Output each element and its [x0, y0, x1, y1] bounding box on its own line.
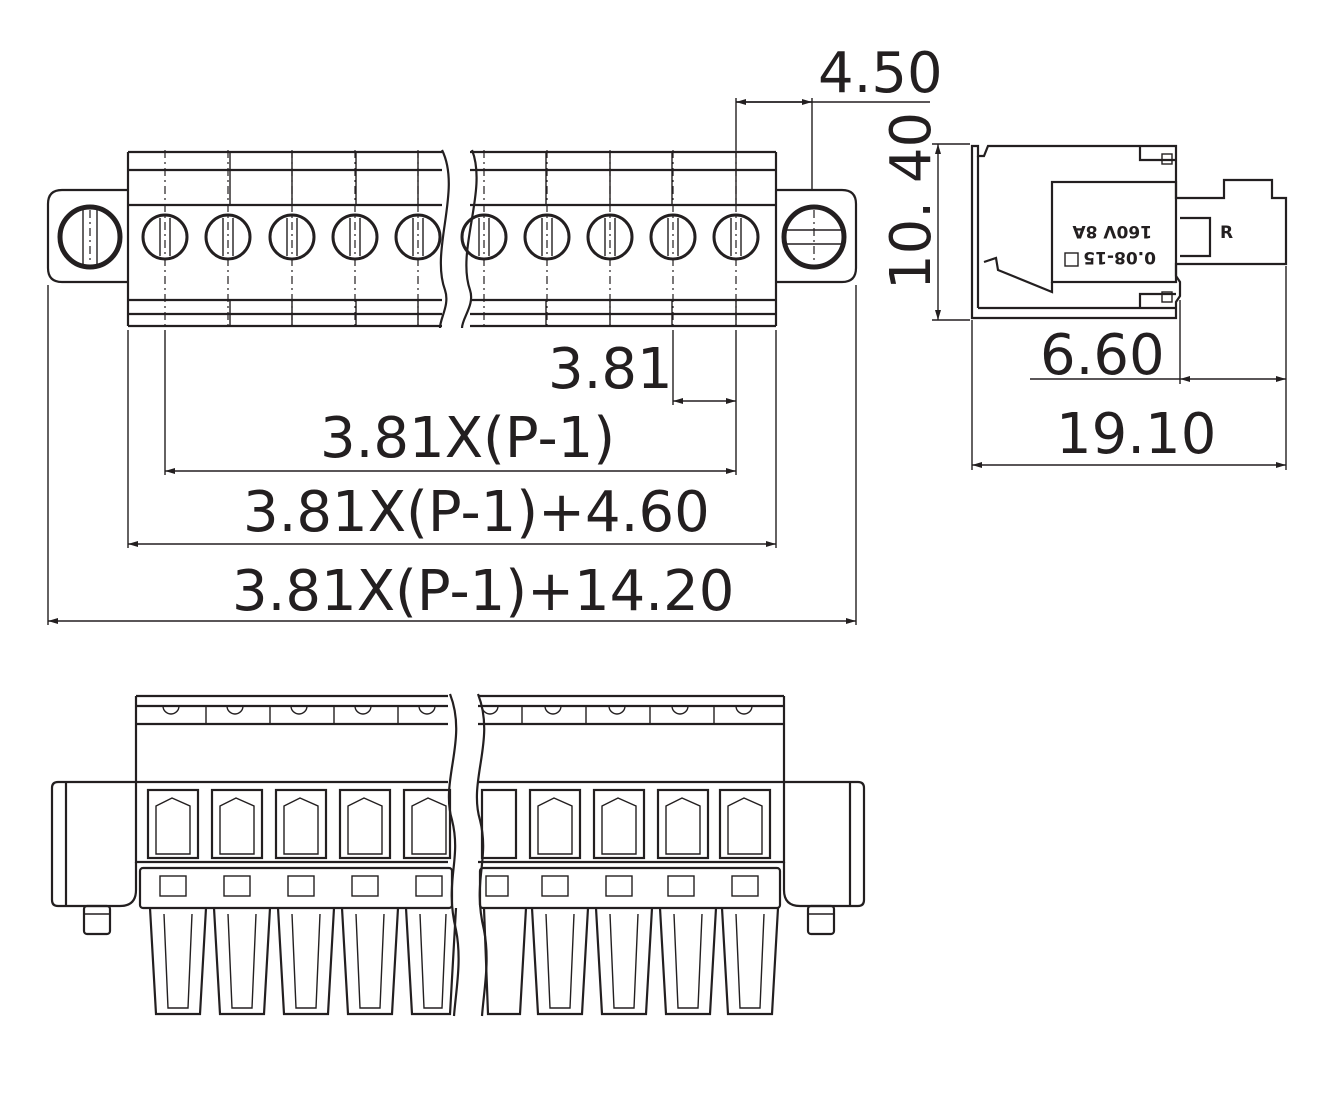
- screw-holes: [141, 213, 760, 261]
- body-left-outline: [126, 150, 442, 328]
- contact-leg-inner: [163, 913, 765, 1009]
- marking-line2: 160V 8A: [1072, 221, 1152, 241]
- body-right-outline: [470, 150, 778, 328]
- front-view: [50, 693, 866, 1017]
- wire-entry-inner: [155, 797, 763, 855]
- dim-10-40: 10. 40: [879, 112, 944, 290]
- contact-legs: [148, 907, 780, 1016]
- marking-square: [1064, 252, 1079, 267]
- break-line-left: [438, 149, 450, 329]
- screw-slots: [159, 218, 742, 256]
- side-inner: [976, 156, 1176, 310]
- pole-centerlines: [89, 150, 815, 330]
- dim-4-50: 4.50: [818, 41, 943, 106]
- dim-19-10: 19.10: [1056, 402, 1216, 467]
- break-line-right: [460, 149, 478, 329]
- right-flange: [776, 188, 858, 284]
- side-label-block: [1050, 180, 1178, 284]
- marking-line1: 0.08-15: [1083, 247, 1156, 267]
- side-view: R 0.08-15 160V 8A: [970, 144, 1288, 320]
- dim-6-60: 6.60: [1040, 323, 1165, 388]
- latch-bottom: [1161, 291, 1173, 303]
- latch-top: [1161, 153, 1173, 165]
- side-view-dimensions: 10. 40 6.60 19.10: [879, 112, 1287, 470]
- wire-entries: [146, 788, 772, 860]
- side-ramp: [983, 256, 1054, 294]
- left-flange: [46, 188, 128, 284]
- side-latches: [1138, 146, 1176, 308]
- top-view: [46, 149, 858, 330]
- side-pin: [1180, 216, 1212, 258]
- side-outline: [970, 144, 1288, 320]
- cap-dividers: [162, 705, 753, 724]
- top-view-dimensions: 4.50 3.81 3.81X(P-1) 3.81X(P-1)+4.60 3.8…: [47, 41, 943, 625]
- dim-span-total: 3.81X(P-1)+14.20: [232, 559, 734, 624]
- dim-span-body: 3.81X(P-1)+4.60: [243, 480, 710, 545]
- dim-span-centers: 3.81X(P-1): [320, 406, 615, 471]
- marking-letter: R: [1220, 223, 1233, 243]
- dim-3-81: 3.81: [548, 337, 673, 402]
- flange-screws: [57, 204, 847, 270]
- mating-slots: [159, 875, 759, 897]
- mating-blocks: [138, 866, 782, 910]
